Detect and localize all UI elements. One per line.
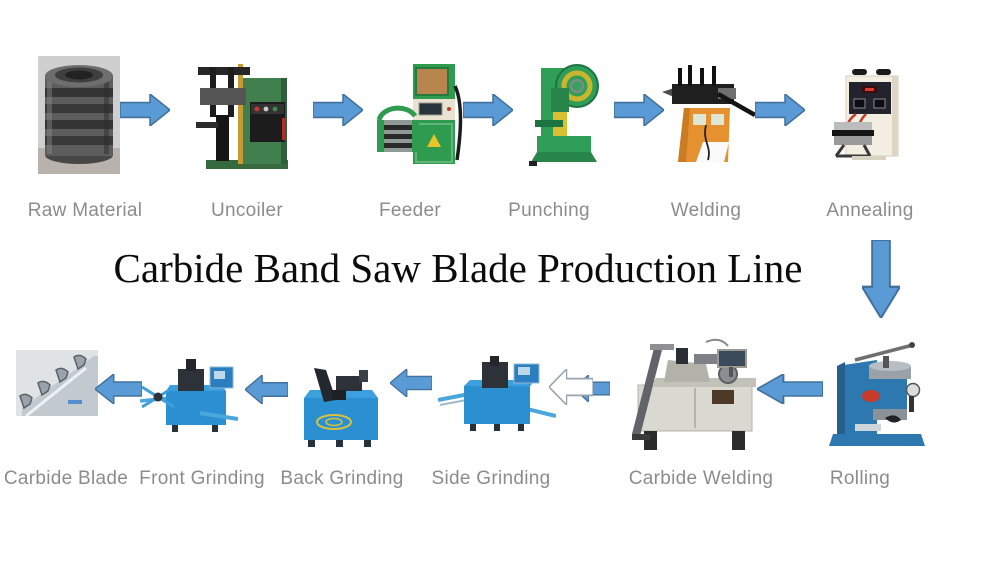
flow-arrow-right-2 <box>312 92 365 128</box>
stage-label-carbide-blade: Carbide Blade <box>3 468 129 489</box>
stage-label-welding: Welding <box>670 200 742 221</box>
stage-label-carbide-welding: Carbide Welding <box>628 468 774 489</box>
stage-label-raw-material: Raw Material <box>27 200 143 221</box>
stage-label-back-grinding: Back Grinding <box>280 468 404 489</box>
page-title: Carbide Band Saw Blade Production Line <box>113 245 803 291</box>
stage-label-rolling: Rolling <box>829 468 891 489</box>
flow-arrow-right-3 <box>462 92 515 128</box>
side-grinding-machine-photo <box>438 356 556 434</box>
flow-arrow-left-1 <box>755 372 824 406</box>
carbide-blade-photo <box>16 350 98 416</box>
raw-material-photo <box>38 56 120 174</box>
welding-machine-photo <box>656 62 756 166</box>
stage-label-punching: Punching <box>508 200 590 221</box>
flow-arrow-left-4 <box>243 373 289 406</box>
stage-label-annealing: Annealing <box>826 200 914 221</box>
flow-arrow-left-outline <box>547 367 594 407</box>
feeder-photo <box>375 58 467 170</box>
carbide-welding-machine-photo <box>610 330 768 454</box>
rolling-machine-photo <box>825 338 930 448</box>
back-grinding-machine-photo <box>296 360 384 448</box>
flow-arrow-left-3 <box>388 367 433 399</box>
front-grinding-machine-photo <box>140 355 238 435</box>
flow-arrow-right-4 <box>613 92 666 128</box>
stage-label-feeder: Feeder <box>378 200 442 221</box>
annealing-machine-photo <box>832 64 902 164</box>
stage-label-uncoiler: Uncoiler <box>210 200 284 221</box>
stage-label-front-grinding: Front Grinding <box>139 468 265 489</box>
stage-label-side-grinding: Side Grinding <box>431 468 551 489</box>
flow-arrow-right-5 <box>754 92 807 128</box>
flow-arrow-left-5 <box>93 372 143 406</box>
uncoiler-photo <box>188 60 294 175</box>
flow-arrow-down <box>860 238 902 320</box>
flow-arrow-right-1 <box>119 92 172 128</box>
punching-machine-photo <box>527 58 601 168</box>
